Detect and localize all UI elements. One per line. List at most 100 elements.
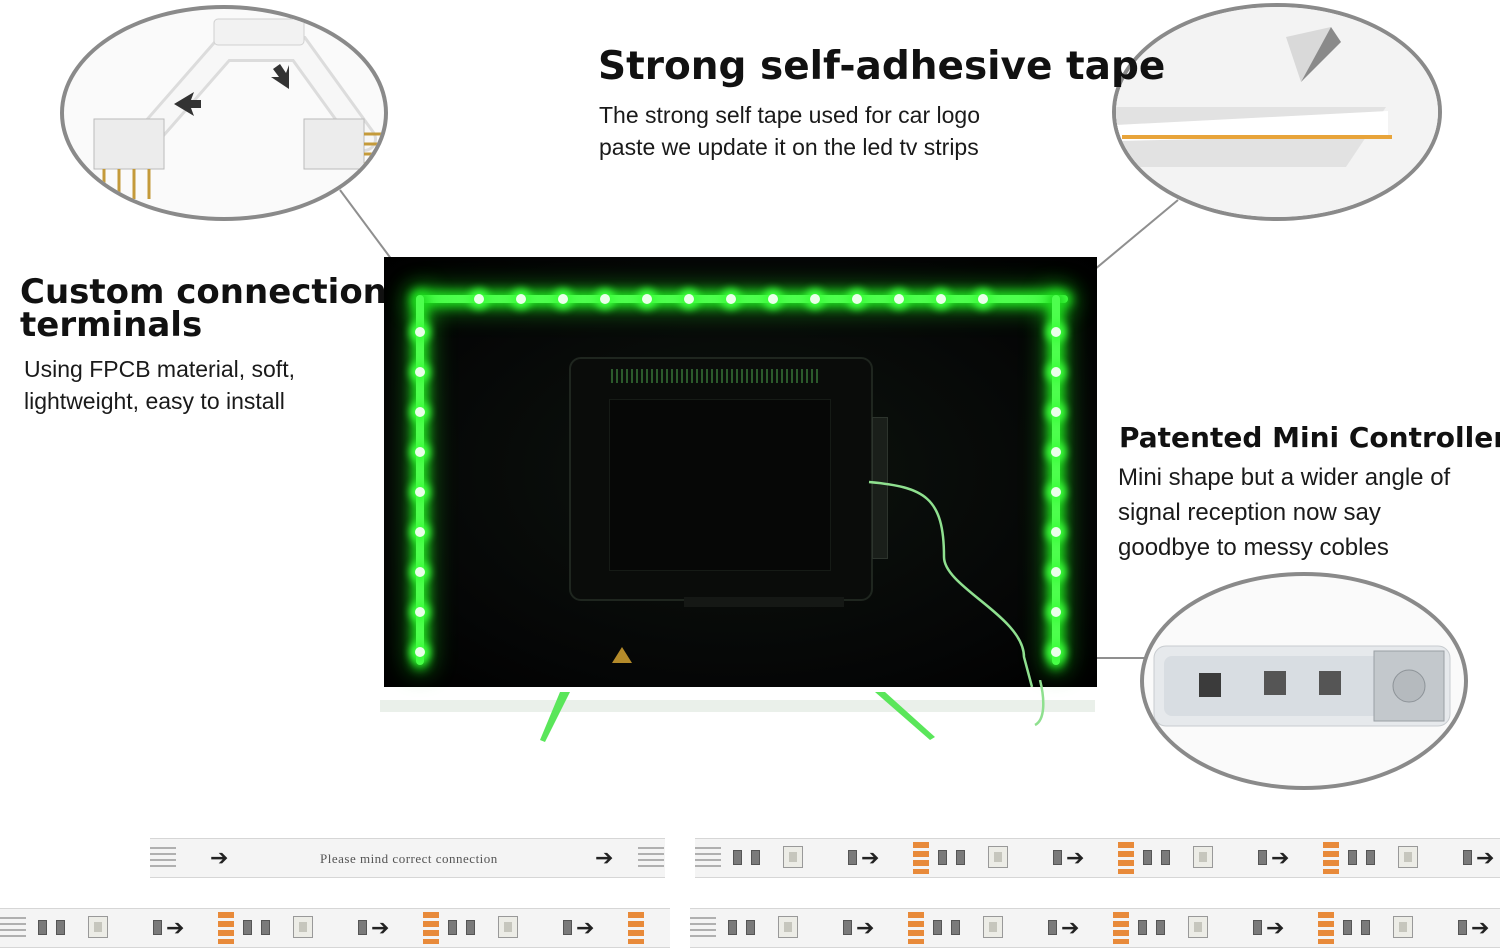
resistor-icon (1343, 920, 1352, 935)
led-chip-icon (783, 846, 803, 868)
led-light-icon (516, 294, 526, 304)
resistor-icon (1161, 850, 1170, 865)
led-strip-right (1052, 295, 1060, 665)
led-light-icon (415, 367, 425, 377)
led-chip-icon (778, 916, 798, 938)
led-light-icon (1051, 607, 1061, 617)
resistor-icon (1053, 850, 1062, 865)
arrow-right-icon: ➔ (1271, 845, 1290, 870)
led-strip-segment: ➔➔➔➔ (695, 838, 1500, 878)
terminals-description-line-2: lightweight, easy to install (24, 388, 285, 414)
resistor-icon (38, 920, 47, 935)
tape-title: Strong self-adhesive tape (598, 44, 1166, 89)
led-chip-icon (988, 846, 1008, 868)
led-light-icon (684, 294, 694, 304)
led-strip-segment: ➔ ➔ ➔ (0, 908, 670, 948)
terminals-description: Using FPCB material, soft, lightweight, … (24, 353, 295, 417)
resistor-icon (563, 920, 572, 935)
tv-stands (380, 680, 1095, 742)
resistor-icon (951, 920, 960, 935)
connector-pins-icon (150, 847, 176, 869)
tv-back-with-led-backlight (384, 257, 1097, 687)
tape-description-line-1: The strong self tape used for car logo (599, 102, 980, 128)
controller-description: Mini shape but a wider angle of signal r… (1118, 460, 1450, 565)
resistor-icon (1156, 920, 1165, 935)
led-chip-icon (1188, 916, 1208, 938)
terminals-title: Custom connection terminals (20, 275, 387, 342)
arrow-right-icon: ➔ (371, 915, 390, 940)
resistor-icon (1348, 850, 1357, 865)
led-light-icon (852, 294, 862, 304)
solder-pad-icon (908, 912, 924, 944)
tv-vent-grille (611, 369, 821, 383)
tv-inner-panel (609, 399, 831, 571)
tape-description-line-2: paste we update it on the led tv strips (599, 134, 979, 160)
resistor-icon (956, 850, 965, 865)
resistor-icon (261, 920, 270, 935)
adhesive-tape-illustration (1116, 7, 1438, 217)
resistor-icon (733, 850, 742, 865)
led-strip-top (416, 295, 1068, 303)
led-light-icon (642, 294, 652, 304)
led-light-icon (415, 567, 425, 577)
controller-cable (868, 480, 1034, 687)
led-light-icon (1051, 567, 1061, 577)
solder-pad-icon (1318, 912, 1334, 944)
mini-controller-illustration (1153, 645, 1451, 727)
led-light-icon (474, 294, 484, 304)
arrow-right-icon: ➔ (166, 915, 185, 940)
controller-description-line-1: Mini shape but a wider angle of (1118, 464, 1451, 491)
led-light-icon (1051, 487, 1061, 497)
arrow-right-icon: ➔ (595, 845, 614, 870)
arrow-right-icon: ➔ (1471, 915, 1490, 940)
right-stand-icon (875, 692, 935, 740)
solder-pad-icon (1323, 842, 1339, 874)
led-light-icon (768, 294, 778, 304)
led-light-icon (415, 647, 425, 657)
led-light-icon (600, 294, 610, 304)
led-light-icon (1051, 447, 1061, 457)
arrow-right-icon: ➔ (856, 915, 875, 940)
resistor-icon (1366, 850, 1375, 865)
resistor-icon (746, 920, 755, 935)
led-chip-icon (1193, 846, 1213, 868)
led-chip-icon (88, 916, 108, 938)
connector-pins-icon (0, 917, 26, 939)
resistor-icon (1258, 850, 1267, 865)
solder-pad-icon (913, 842, 929, 874)
tape-description: The strong self tape used for car logo p… (599, 99, 980, 163)
resistor-icon (1253, 920, 1262, 935)
resistor-icon (243, 920, 252, 935)
left-stand-icon (540, 692, 570, 742)
led-chip-icon (1393, 916, 1413, 938)
led-light-icon (1051, 407, 1061, 417)
controller-description-line-2: signal reception now say (1118, 499, 1381, 526)
led-light-icon (1051, 367, 1061, 377)
led-light-icon (415, 447, 425, 457)
resistor-icon (938, 850, 947, 865)
led-chip-icon (293, 916, 313, 938)
tv-port-panel (872, 417, 888, 559)
arrow-right-icon: ➔ (1061, 915, 1080, 940)
resistor-icon (1143, 850, 1152, 865)
controller-description-line-3: goodbye to messy cobles (1118, 534, 1389, 561)
arrow-right-icon: ➔ (576, 915, 595, 940)
led-light-icon (1051, 527, 1061, 537)
led-light-icon (978, 294, 988, 304)
resistor-icon (56, 920, 65, 935)
led-light-icon (415, 527, 425, 537)
resistor-icon (843, 920, 852, 935)
led-strip-segment: ➔ ➔ ➔ ➔ (690, 908, 1500, 948)
led-chip-icon (498, 916, 518, 938)
arrow-right-icon: ➔ (1266, 915, 1285, 940)
led-strip-connector-segment: ➔ Please mind correct connection ➔ (150, 838, 665, 878)
tv-bottom-ports (684, 597, 844, 607)
led-light-icon (415, 607, 425, 617)
arrow-right-icon: ➔ (861, 845, 880, 870)
arrow-right-icon: ➔ (1066, 845, 1085, 870)
led-light-icon (726, 294, 736, 304)
resistor-icon (1463, 850, 1472, 865)
resistor-icon (728, 920, 737, 935)
solder-pad-icon (1118, 842, 1134, 874)
arrow-right-icon: ➔ (210, 845, 229, 870)
